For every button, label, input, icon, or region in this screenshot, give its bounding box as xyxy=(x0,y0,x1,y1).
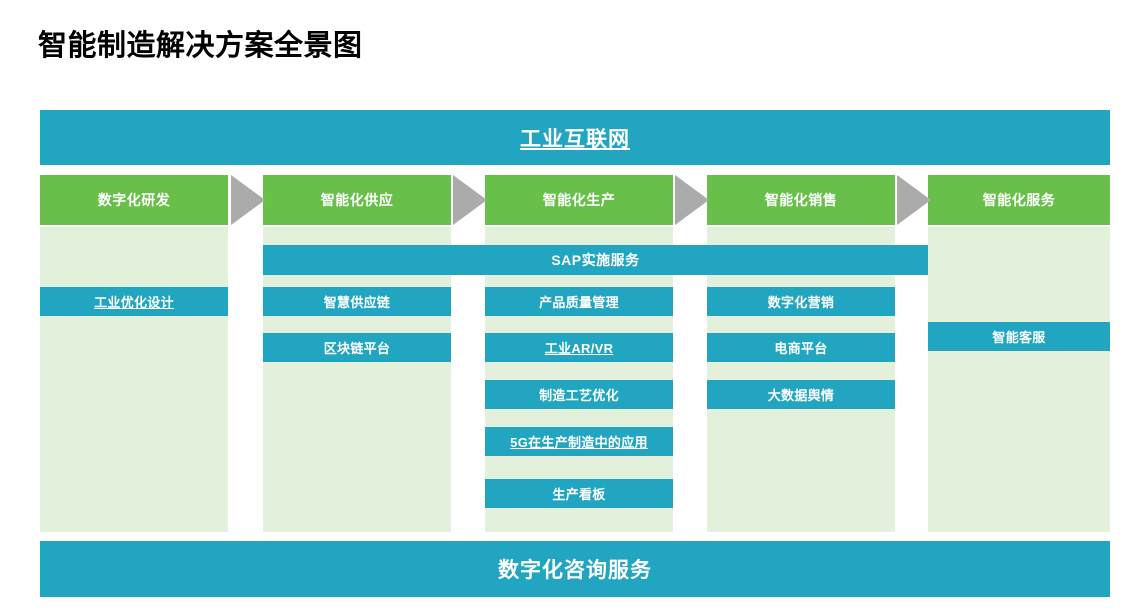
chip-digital-marketing[interactable]: 数字化营销 xyxy=(707,287,895,316)
column-header-label: 智能化供应 xyxy=(320,192,394,208)
top-banner-label: 工业互联网 xyxy=(520,127,630,151)
column-digital-rnd: 数字化研发 xyxy=(40,175,228,532)
column-body-digital-rnd xyxy=(40,227,228,532)
chip-industrial-ar-vr[interactable]: 工业AR/VR xyxy=(485,333,673,362)
chip-big-data-public-opinion[interactable]: 大数据舆情 xyxy=(707,380,895,409)
column-header-label: 智能化服务 xyxy=(982,192,1056,208)
chip-industrial-optimization-design[interactable]: 工业优化设计 xyxy=(40,287,228,316)
top-banner-industrial-internet: 工业互联网 xyxy=(40,110,1110,165)
column-header-intelligent-supply[interactable]: 智能化供应 xyxy=(263,175,451,225)
chip-5g-in-manufacturing[interactable]: 5G在生产制造中的应用 xyxy=(485,427,673,456)
sap-implementation-service-label: SAP实施服务 xyxy=(551,252,640,268)
chip-ecommerce-platform[interactable]: 电商平台 xyxy=(707,333,895,362)
column-header-intelligent-production[interactable]: 智能化生产 xyxy=(485,175,673,225)
chip-smart-supply-chain[interactable]: 智慧供应链 xyxy=(263,287,451,316)
column-header-digital-rnd[interactable]: 数字化研发 xyxy=(40,175,228,225)
column-body-intelligent-sales xyxy=(707,227,895,532)
column-header-label: 智能化销售 xyxy=(764,192,838,208)
chip-intelligent-customer-service[interactable]: 智能客服 xyxy=(928,322,1110,351)
sap-implementation-service-bar[interactable]: SAP实施服务 xyxy=(263,245,928,275)
arrow-right-icon xyxy=(897,175,933,225)
arrow-right-icon xyxy=(231,175,267,225)
chip-manufacturing-process-optimization[interactable]: 制造工艺优化 xyxy=(485,380,673,409)
column-intelligent-supply: 智能化供应 xyxy=(263,175,451,532)
column-body-intelligent-service xyxy=(928,227,1110,532)
column-intelligent-sales: 智能化销售 xyxy=(707,175,895,532)
bottom-banner-digital-consulting: 数字化咨询服务 xyxy=(40,541,1110,597)
chip-product-quality-management[interactable]: 产品质量管理 xyxy=(485,287,673,316)
column-intelligent-service: 智能化服务 xyxy=(928,175,1110,532)
arrow-right-icon xyxy=(453,175,489,225)
column-header-label: 智能化生产 xyxy=(542,192,616,208)
column-header-intelligent-service[interactable]: 智能化服务 xyxy=(928,175,1110,225)
column-header-intelligent-sales[interactable]: 智能化销售 xyxy=(707,175,895,225)
bottom-banner-label: 数字化咨询服务 xyxy=(498,559,652,582)
chip-production-kanban[interactable]: 生产看板 xyxy=(485,479,673,508)
chip-blockchain-platform[interactable]: 区块链平台 xyxy=(263,333,451,362)
arrow-right-icon xyxy=(675,175,711,225)
column-body-intelligent-supply xyxy=(263,227,451,532)
column-header-label: 数字化研发 xyxy=(97,192,171,208)
page-title: 智能制造解决方案全景图 xyxy=(38,30,363,62)
